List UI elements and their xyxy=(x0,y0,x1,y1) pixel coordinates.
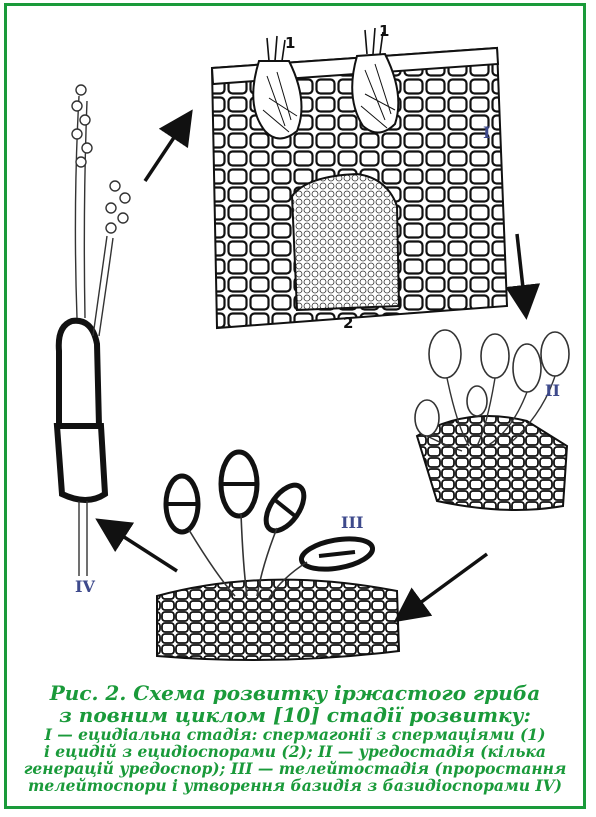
stage-label-i: I xyxy=(483,123,490,142)
stage-label-iv: IV xyxy=(75,577,95,596)
stage-label-ii: II xyxy=(545,381,560,400)
arrow-ii-to-iii xyxy=(405,554,487,614)
arrow-iv-to-i xyxy=(145,121,185,181)
caption-desc-line-1: I — ецидіальна стадія: спермагонії з спе… xyxy=(7,726,583,743)
stage-iii-telial-drawing xyxy=(157,452,399,660)
caption-title-line-1: Рис. 2. Схема розвитку іржастого гриба xyxy=(7,682,583,704)
label-aeciospores: 2 xyxy=(343,314,353,332)
caption-desc-line-3: генерацій уредоспор); III — телейтостаді… xyxy=(7,760,583,777)
caption-title-line-2: з повним циклом [10] стадії розвитку: xyxy=(7,704,583,726)
stage-ii-uredinial-drawing xyxy=(415,330,569,510)
figure-frame: 1 1 2 I II xyxy=(4,3,586,809)
figure-caption: Рис. 2. Схема розвитку іржастого гриба з… xyxy=(7,682,583,794)
rust-fungus-life-cycle-diagram: 1 1 2 I II xyxy=(7,6,583,682)
arrow-iii-to-iv xyxy=(107,526,177,571)
stage-label-iii: III xyxy=(341,513,363,532)
arrow-i-to-ii xyxy=(517,234,525,306)
caption-desc-line-2: і ецидій з ецидіоспорами (2); II — уредо… xyxy=(7,743,583,760)
stage-iv-basidium-drawing xyxy=(57,85,130,576)
stage-i-aecial-drawing xyxy=(212,28,507,328)
label-spermagonia-right: 1 xyxy=(379,22,389,40)
caption-desc-line-4: телейтоспори і утворення базидія з базид… xyxy=(7,777,583,794)
label-spermagonia-left: 1 xyxy=(285,34,295,52)
